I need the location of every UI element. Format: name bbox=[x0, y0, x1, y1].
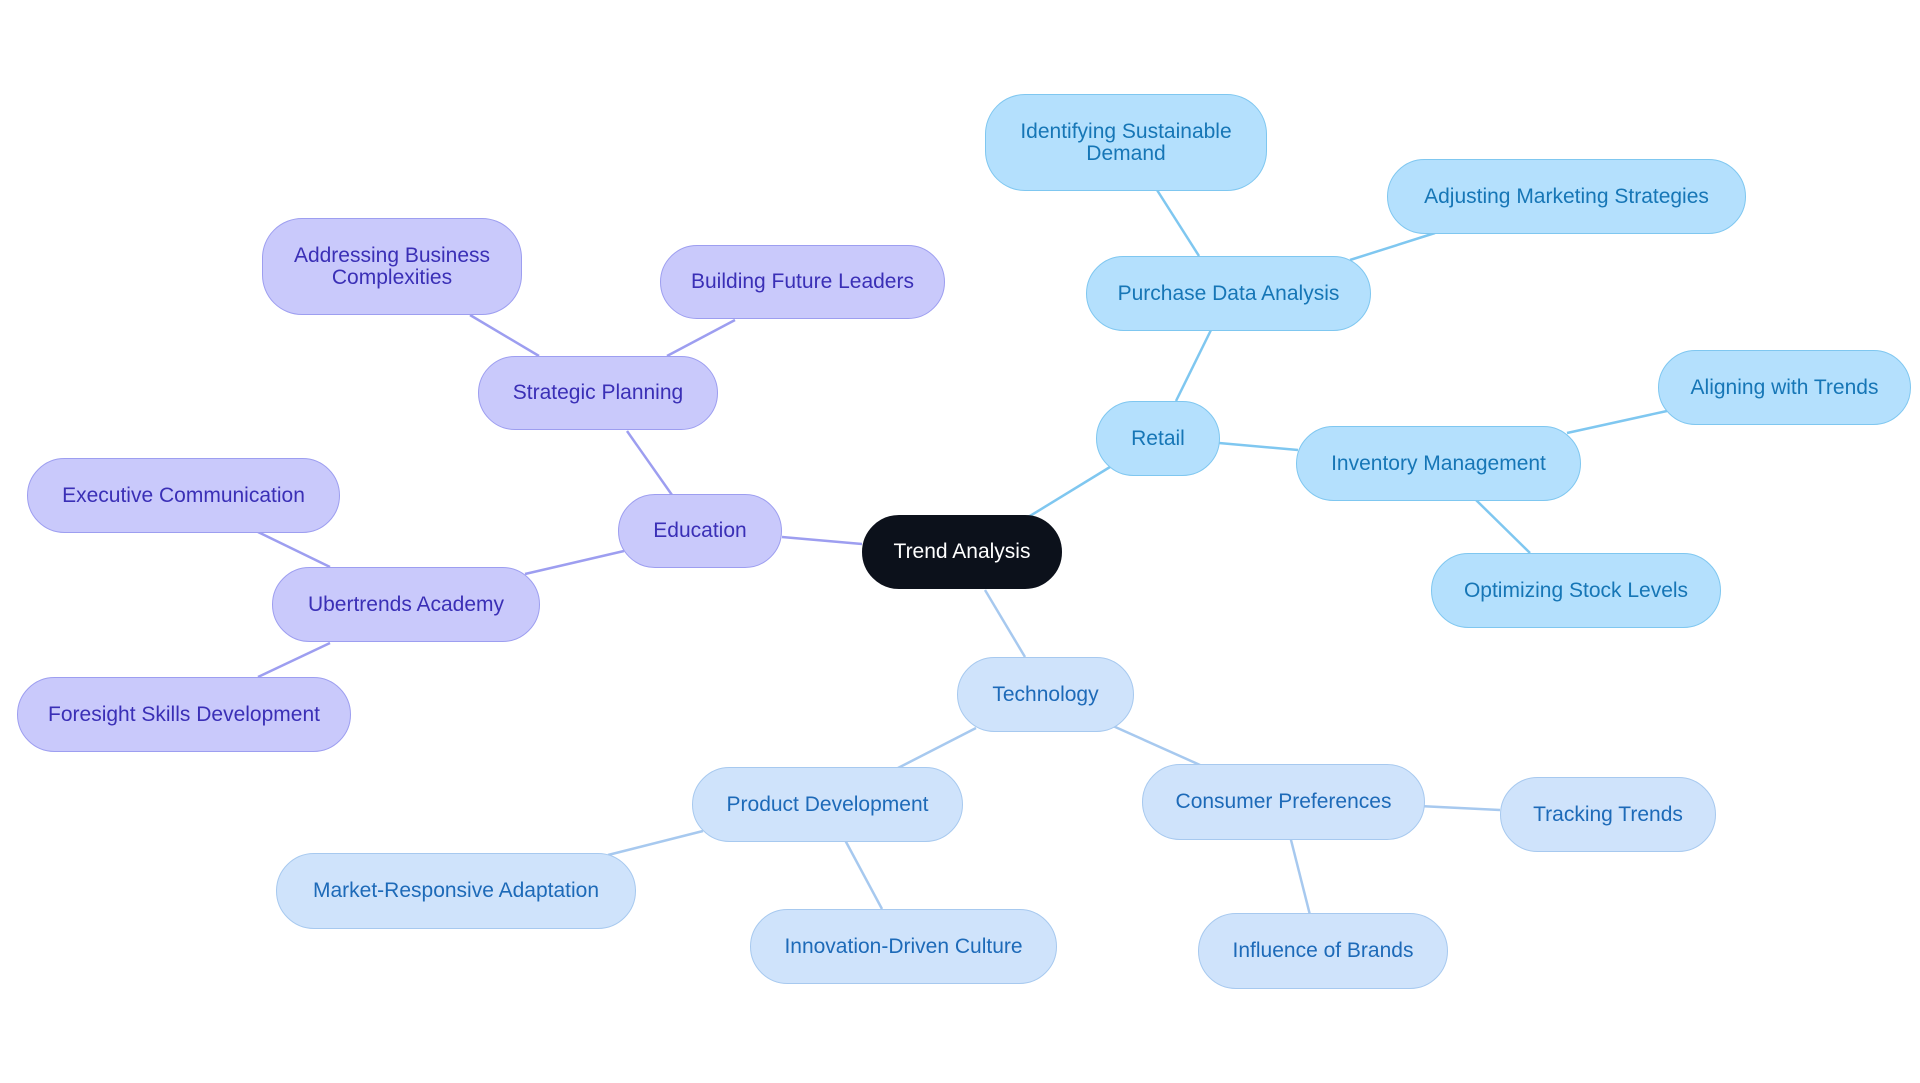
edge-education-strategic-planning bbox=[625, 430, 674, 496]
edge-consumer-tracking bbox=[1418, 804, 1501, 812]
edge-purchase-identifying bbox=[1155, 189, 1201, 257]
edge-purchase-adjusting bbox=[1349, 231, 1436, 262]
edge-root-technology bbox=[983, 589, 1027, 658]
edge-inventory-optimizing bbox=[1474, 498, 1531, 554]
node-foresight-skills-development[interactable]: Foresight Skills Development bbox=[17, 677, 351, 752]
node-technology[interactable]: Technology bbox=[957, 657, 1134, 732]
node-optimizing-stock-levels[interactable]: Optimizing Stock Levels bbox=[1431, 553, 1721, 628]
edge-education-ubertrends-academy bbox=[524, 549, 625, 576]
edge-strategic-addressing bbox=[469, 313, 540, 358]
edge-retail-inventory bbox=[1218, 441, 1299, 452]
edge-ubertrends-foresight bbox=[257, 641, 331, 679]
edge-product-market bbox=[607, 829, 704, 857]
node-consumer-preferences[interactable]: Consumer Preferences bbox=[1142, 764, 1425, 840]
node-trend-analysis[interactable]: Trend Analysis bbox=[862, 515, 1062, 589]
node-adjusting-marketing-strategies[interactable]: Adjusting Marketing Strategies bbox=[1387, 159, 1746, 234]
node-inventory-management[interactable]: Inventory Management bbox=[1296, 426, 1581, 501]
edge-inventory-aligning bbox=[1566, 409, 1668, 435]
node-retail[interactable]: Retail bbox=[1096, 401, 1220, 476]
node-identifying-sustainable-demand[interactable]: Identifying Sustainable Demand bbox=[985, 94, 1267, 191]
edge-root-retail bbox=[1024, 465, 1111, 521]
node-strategic-planning[interactable]: Strategic Planning bbox=[478, 356, 718, 430]
node-ubertrends-academy[interactable]: Ubertrends Academy bbox=[272, 567, 540, 642]
node-executive-communication[interactable]: Executive Communication bbox=[27, 458, 340, 533]
node-addressing-business-complexities[interactable]: Addressing Business Complexities bbox=[262, 218, 522, 315]
node-product-development[interactable]: Product Development bbox=[692, 767, 963, 842]
node-building-future-leaders[interactable]: Building Future Leaders bbox=[660, 245, 945, 319]
node-aligning-with-trends[interactable]: Aligning with Trends bbox=[1658, 350, 1911, 425]
node-influence-of-brands[interactable]: Influence of Brands bbox=[1198, 913, 1448, 989]
edge-root-education bbox=[781, 535, 863, 546]
node-innovation-driven-culture[interactable]: Innovation-Driven Culture bbox=[750, 909, 1057, 984]
edge-strategic-building bbox=[666, 318, 736, 358]
node-education[interactable]: Education bbox=[618, 494, 782, 568]
edge-technology-consumer bbox=[1112, 724, 1201, 767]
node-purchase-data-analysis[interactable]: Purchase Data Analysis bbox=[1086, 256, 1371, 331]
edge-ubertrends-executive bbox=[257, 530, 331, 569]
edge-product-innovation bbox=[843, 839, 884, 910]
edge-consumer-brands bbox=[1288, 835, 1312, 916]
edge-technology-product bbox=[897, 726, 977, 770]
node-tracking-trends[interactable]: Tracking Trends bbox=[1500, 777, 1716, 852]
node-market-responsive-adaptation[interactable]: Market-Responsive Adaptation bbox=[276, 853, 636, 929]
edge-retail-purchase bbox=[1174, 329, 1213, 402]
